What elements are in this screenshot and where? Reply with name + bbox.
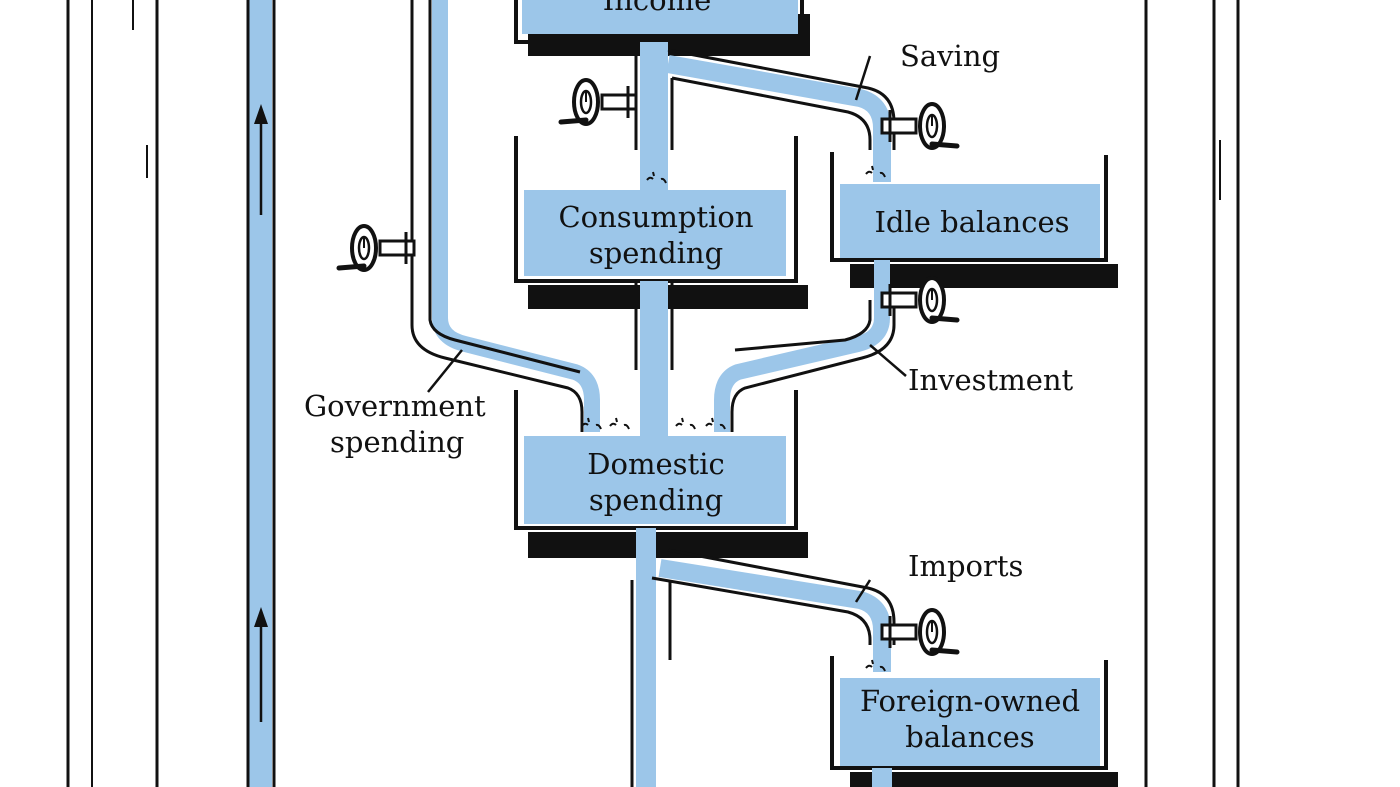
consumption-label-line1: Consumption: [558, 200, 753, 234]
idle-balances-label: Idle balances: [874, 205, 1069, 239]
imports-pipe: [651, 548, 896, 672]
idle-balances-tank: Idle balances: [830, 152, 1118, 288]
foreign-owned-tank: Foreign-owned balances: [830, 656, 1118, 787]
government-label-line2: spending: [330, 425, 464, 459]
splash-icon: [609, 417, 630, 430]
consumption-label-line2: spending: [589, 236, 723, 270]
domestic-label-line2: spending: [589, 483, 723, 517]
bottom-trunk: [636, 528, 656, 787]
up-arrow-icon: [254, 104, 268, 215]
government-label-line1: Government: [304, 389, 486, 423]
income-label: Income: [603, 0, 712, 17]
investment-pipe: [714, 260, 896, 432]
domestic-label-line1: Domestic: [587, 447, 724, 481]
imports-label: Imports: [908, 549, 1023, 583]
up-arrow-icon: [254, 607, 268, 722]
foreign-owned-label-line2: balances: [905, 720, 1034, 754]
outer-frame: [66, 0, 1240, 787]
saving-label: Saving: [900, 39, 1000, 73]
consumption-tank: Consumption spending: [514, 136, 808, 309]
government-pipe: [410, 0, 600, 432]
valve-wheel-icon[interactable]: [339, 226, 414, 270]
main-trunk: [640, 42, 668, 192]
valve-wheel-icon[interactable]: [561, 80, 636, 124]
middle-trunk: [640, 281, 668, 436]
investment-label: Investment: [908, 363, 1074, 397]
domestic-tank: Domestic spending: [514, 390, 808, 558]
saving-pipe: [666, 48, 896, 182]
splash-icon: [675, 417, 696, 430]
foreign-owned-label-line1: Foreign-owned: [860, 684, 1080, 718]
